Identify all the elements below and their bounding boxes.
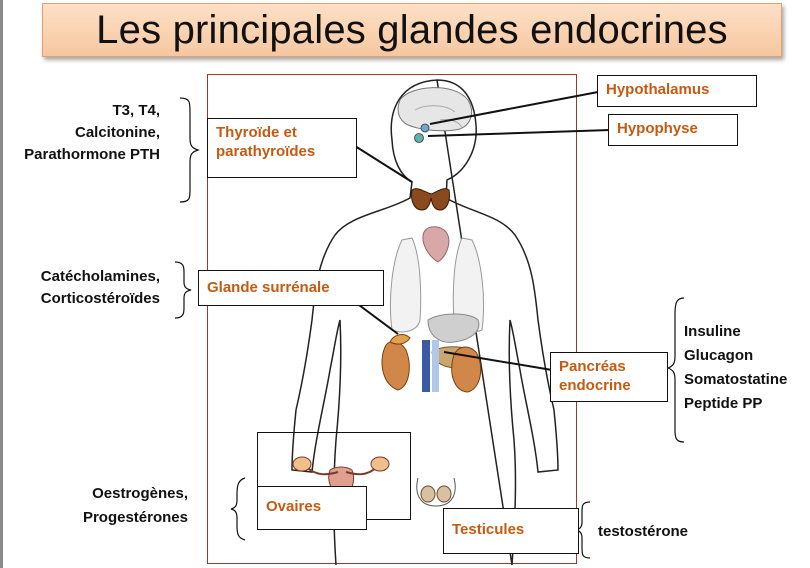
scrotum: [416, 477, 456, 507]
hormone-corticosteroides: Corticostéroïdes: [40, 290, 160, 307]
label-testicules: Testicules: [443, 508, 579, 554]
testis-left: [420, 485, 436, 503]
label-pancreas: Pancréas endocrine: [550, 352, 668, 402]
aorta: [432, 340, 439, 392]
brain-fold-1: [414, 105, 456, 113]
label-hypophyse: Hypophyse: [608, 114, 738, 146]
kidney-right: [451, 346, 482, 393]
label-surrenale: Glande surrénale: [198, 270, 384, 306]
liver: [427, 313, 480, 343]
hormone-glucagon: Glucagon: [684, 347, 754, 364]
hormone-oestrogenes: Oestrogènes,: [92, 485, 188, 502]
hypophyse-marker: [414, 133, 424, 143]
ovaires-label: Ovaires: [266, 498, 322, 515]
ovary-right: [370, 456, 390, 472]
arrow-hypothalamus: [429, 91, 599, 125]
thyroid-gland: [411, 188, 450, 211]
testis-right: [436, 485, 452, 503]
hormones-thyroide: T3, T4, Calcitonine, Parathormone PTH: [24, 100, 160, 166]
hormone-testosterone: testostérone: [598, 523, 689, 540]
hormone-peptide-pp: Peptide PP: [684, 395, 763, 412]
hormones-testicules: testostérone: [598, 521, 688, 543]
brace-ovaires: [230, 477, 246, 541]
hypothalamus-label: Hypothalamus: [606, 81, 710, 98]
hormones-ovaires: Oestrogènes, Progestérones: [83, 482, 188, 530]
hormone-calcitonine: Calcitonine,: [74, 124, 160, 141]
hypophyse-label: Hypophyse: [617, 120, 698, 137]
hormones-pancreas: Insuline Glucagon Somatostatine Peptide …: [684, 320, 787, 416]
arrow-thyroide: [354, 145, 413, 183]
page-title: Les principales glandes endocrines: [96, 7, 728, 52]
brain-shape: [397, 87, 472, 132]
ovary-left: [292, 456, 312, 472]
heart: [422, 226, 450, 263]
label-hypothalamus: Hypothalamus: [597, 75, 757, 107]
title-banner: Les principales glandes endocrines: [42, 3, 782, 57]
left-border: [0, 0, 3, 568]
thyroide-label-2: parathyroïdes: [216, 143, 316, 160]
brace-surrenale: [174, 261, 192, 319]
vena-cava: [422, 340, 430, 392]
testicules-label: Testicules: [452, 521, 525, 538]
pancreas-label-1: Pancréas: [559, 358, 626, 375]
hormone-t3-t4: T3, T4,: [112, 102, 160, 119]
hormone-insuline: Insuline: [684, 323, 741, 340]
label-thyroide: Thyroïde et parathyroïdes: [207, 118, 357, 178]
arrow-pancreas: [443, 351, 553, 371]
hormone-catecholamines: Catécholamines,: [40, 268, 160, 285]
surrenale-label: Glande surrénale: [207, 279, 330, 296]
brace-pancreas: [666, 297, 685, 443]
lung-left: [390, 237, 422, 333]
hypothalamus-marker: [420, 123, 430, 133]
brace-thyroide: [179, 97, 200, 203]
arrow-surrenale: [354, 301, 399, 335]
hormone-somatostatine: Somatostatine: [684, 371, 788, 388]
kidney-left: [381, 341, 410, 391]
label-ovaires: Ovaires: [257, 486, 367, 530]
hormones-surrenale: Catécholamines, Corticostéroïdes: [41, 266, 160, 310]
adrenal-gland: [389, 334, 411, 345]
hormone-progesterones: Progestérones: [82, 509, 188, 526]
arrow-hypophyse: [427, 129, 611, 137]
hormone-pth: Parathormone PTH: [24, 146, 160, 163]
brain-fold-2: [439, 119, 463, 129]
thyroide-label-1: Thyroïde et: [216, 124, 297, 141]
pancreas-label-2: endocrine: [559, 377, 631, 394]
figure-frame: [207, 74, 577, 564]
